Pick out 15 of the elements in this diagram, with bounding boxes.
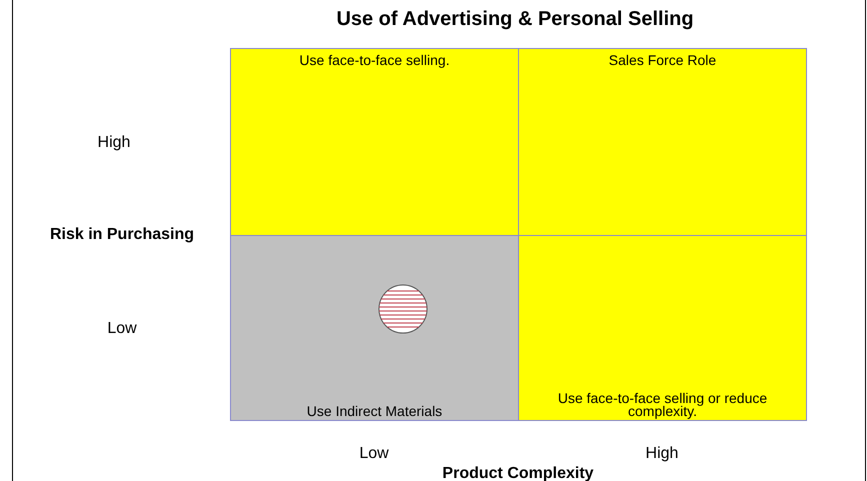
axis-level-label: High — [646, 445, 678, 463]
quadrant-text: Use face-to-face selling or reduce complexity. — [556, 392, 768, 418]
quadrant-cell — [230, 235, 519, 421]
quadrant-text: Use Indirect Materials — [306, 405, 444, 418]
quadrant-cell — [230, 48, 519, 236]
axis-level-label: Low — [359, 445, 389, 463]
axis-title: Product Complexity — [442, 465, 594, 481]
quadrant-text: Use face-to-face selling. — [298, 54, 451, 67]
quadrant-text: Sales Force Role — [608, 54, 718, 67]
chart-title: Use of Advertising & Personal Selling — [336, 8, 694, 31]
quadrant-cell — [518, 235, 807, 421]
axis-level-label: Low — [107, 320, 137, 338]
quadrant-cell — [518, 48, 807, 236]
axis-level-label: High — [98, 134, 130, 152]
axis-title: Risk in Purchasing — [50, 226, 194, 244]
